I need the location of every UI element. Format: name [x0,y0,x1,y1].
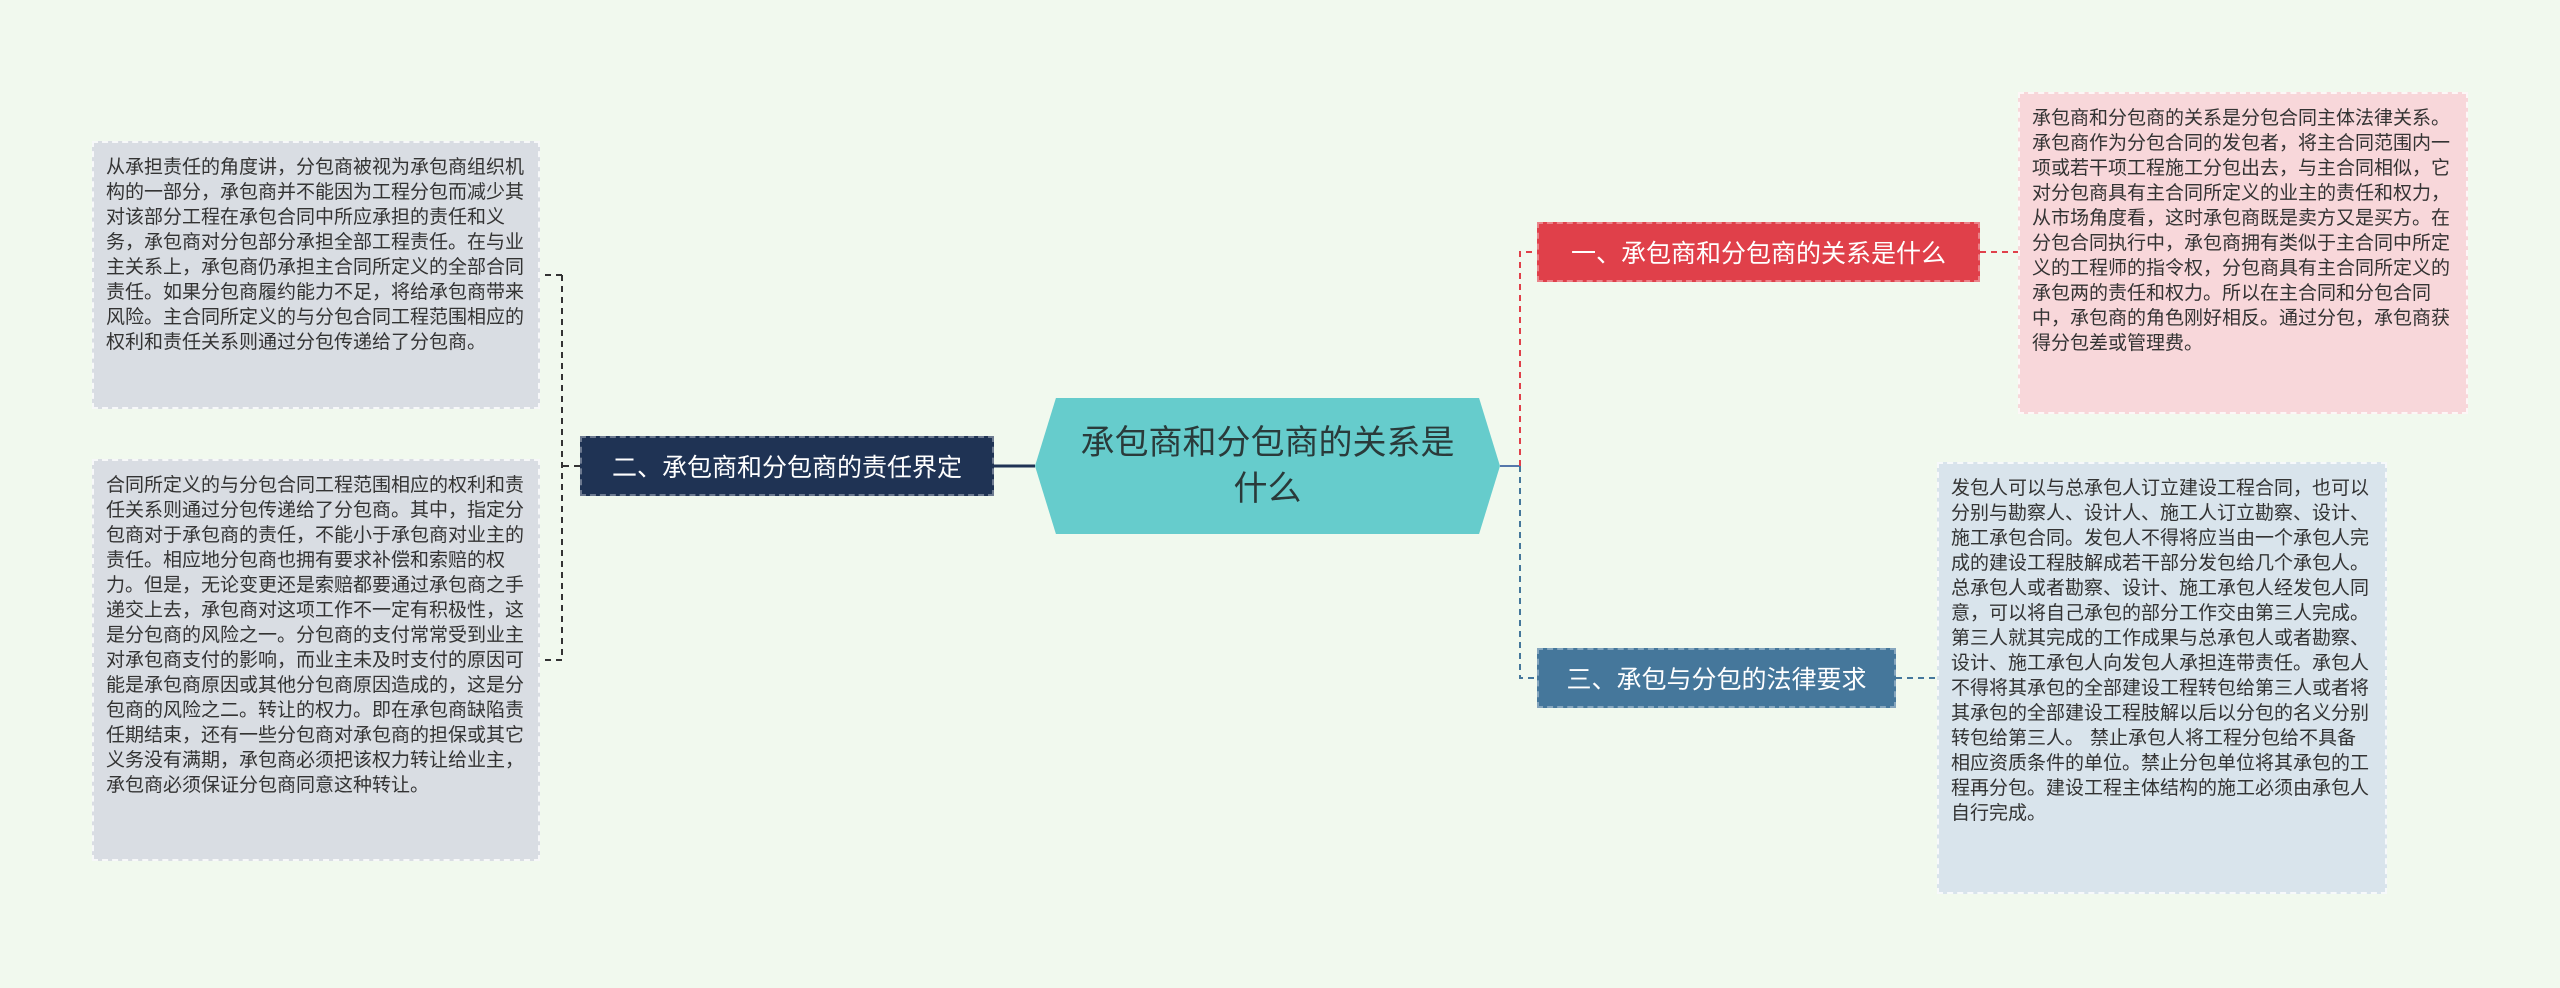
leaf-relationship-text: 承包商和分包商的关系是分包合同主体法律关系。承包商作为分包合同的发包者，将主合同… [2032,107,2451,354]
link-branch2-leaves [540,274,580,661]
branch-legal-requirements[interactable]: 三、承包与分包的法律要求 [1537,648,1896,708]
central-topic-title: 承包商和分包商的关系是什么 [1080,423,1455,509]
branch-relationship-label: 一、承包商和分包商的关系是什么 [1570,239,1946,268]
branch-responsibility[interactable]: 二、承包商和分包商的责任界定 [580,436,994,496]
branch-legal-requirements-label: 三、承包与分包的法律要求 [1566,665,1867,694]
leaf-relationship-detail: 承包商和分包商的关系是分包合同主体法律关系。承包商作为分包合同的发包者，将主合同… [2018,92,2468,414]
leaf-responsibility-text-1: 从承担责任的角度讲，分包商被视为承包商组织机构的一部分，承包商并不能因为工程分包… [106,156,525,353]
branch-relationship[interactable]: 一、承包商和分包商的关系是什么 [1537,222,1980,282]
leaf-responsibility-detail-2: 合同所定义的与分包合同工程范围相应的权利和责任关系则通过分包传递给了分包商。其中… [92,459,540,861]
leaf-responsibility-detail-1: 从承担责任的角度讲，分包商被视为承包商组织机构的一部分，承包商并不能因为工程分包… [92,141,540,409]
central-topic[interactable]: 承包商和分包商的关系是什么 [1035,398,1500,534]
link-to-branch-1 [1519,251,1537,466]
leaf-responsibility-text-2: 合同所定义的与分包合同工程范围相应的权利和责任关系则通过分包传递给了分包商。其中… [106,474,525,796]
leaf-legal-text: 发包人可以与总承包人订立建设工程合同，也可以分别与勘察人、设计人、施工人订立勘察… [1951,477,2370,824]
branch-responsibility-label: 二、承包商和分包商的责任界定 [611,453,962,482]
leaf-legal-detail: 发包人可以与总承包人订立建设工程合同，也可以分别与勘察人、设计人、施工人订立勘察… [1937,462,2387,894]
link-to-branch-3 [1519,466,1537,679]
